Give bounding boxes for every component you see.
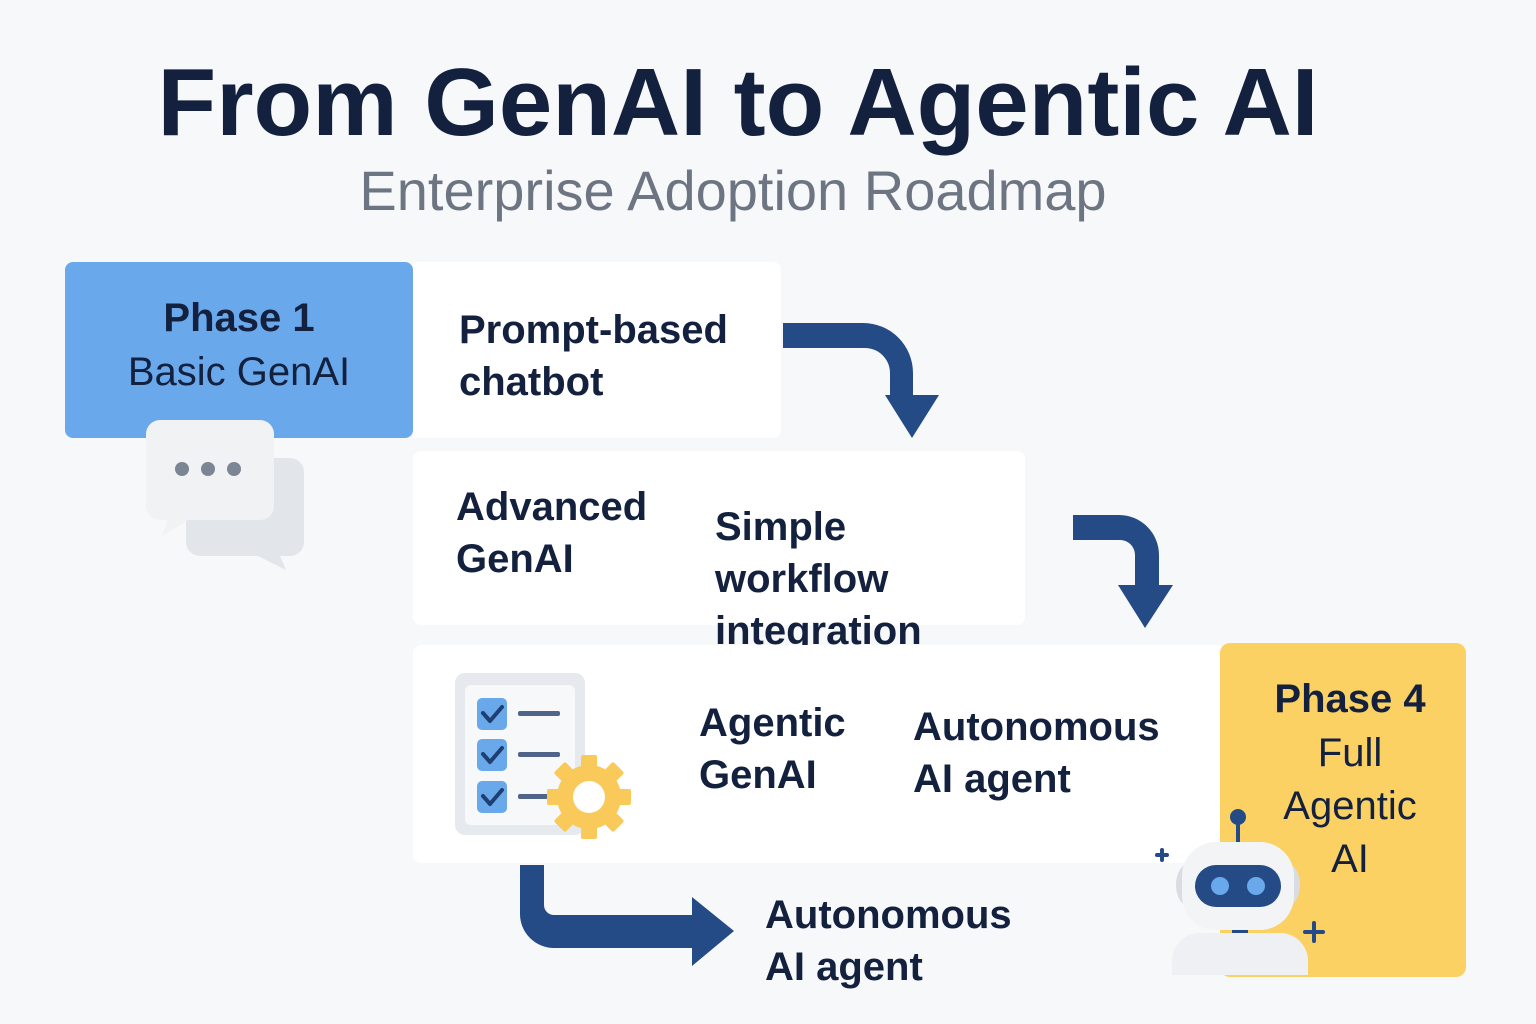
phase-1-label: Phase 1 xyxy=(163,296,315,340)
step-2-card: Advanced GenAI Simple workflow integrati… xyxy=(413,451,1025,653)
phase-4-name-line-1: Full xyxy=(1317,731,1383,775)
outcome-line-1: Autonomous xyxy=(765,893,1012,937)
step-3-description: Autonomous AI agent xyxy=(913,701,1160,805)
step-1-line-1: Prompt-based xyxy=(459,308,728,352)
checkbox-3 xyxy=(477,781,548,813)
page-title: From GenAI to Agentic AI xyxy=(157,49,1319,156)
chat-bubbles-icon xyxy=(146,420,304,570)
step-3-name-line-1: Agentic xyxy=(699,701,846,745)
step-1-line-2: chatbot xyxy=(459,360,604,404)
step-2-name-line-2: GenAI xyxy=(456,537,574,581)
step-1-card: Prompt-based chatbot xyxy=(413,262,781,438)
phase-4-name-line-3: AI xyxy=(1331,837,1369,881)
phase-4-label: Phase 4 xyxy=(1274,677,1426,721)
phase-4-name-line-2: Agentic xyxy=(1283,784,1417,828)
step-3-name: Agentic GenAI xyxy=(699,697,846,801)
robot-icon xyxy=(1155,809,1325,975)
outcome-line-2: AI agent xyxy=(765,945,923,989)
step-2-name-line-1: Advanced xyxy=(456,485,648,529)
phase-1-name: Basic GenAI xyxy=(127,350,351,394)
step-3-desc-line-1: Autonomous xyxy=(913,705,1160,749)
page-subtitle: Enterprise Adoption Roadmap xyxy=(359,159,1107,222)
step-2-description: Simple workflow integration xyxy=(715,501,1025,657)
step-2-name: Advanced GenAI xyxy=(456,481,647,585)
checkbox-1 xyxy=(477,698,560,730)
checklist-gear-icon xyxy=(455,673,631,839)
sparkle-icon xyxy=(1155,848,1169,862)
checkbox-2 xyxy=(477,739,560,771)
phase-4-name: Full Agentic AI xyxy=(1234,727,1466,886)
step-3-name-line-2: GenAI xyxy=(699,753,817,797)
step-2-desc-line-1: Simple workflow xyxy=(715,505,889,601)
outcome-text: Autonomous AI agent xyxy=(765,889,1012,993)
phase-1-box: Phase 1 Basic GenAI xyxy=(65,262,413,438)
step-3-desc-line-2: AI agent xyxy=(913,757,1071,801)
gear-icon xyxy=(547,755,631,839)
sparkle-icon xyxy=(1303,921,1325,943)
step-1-description: Prompt-based chatbot xyxy=(459,304,728,408)
